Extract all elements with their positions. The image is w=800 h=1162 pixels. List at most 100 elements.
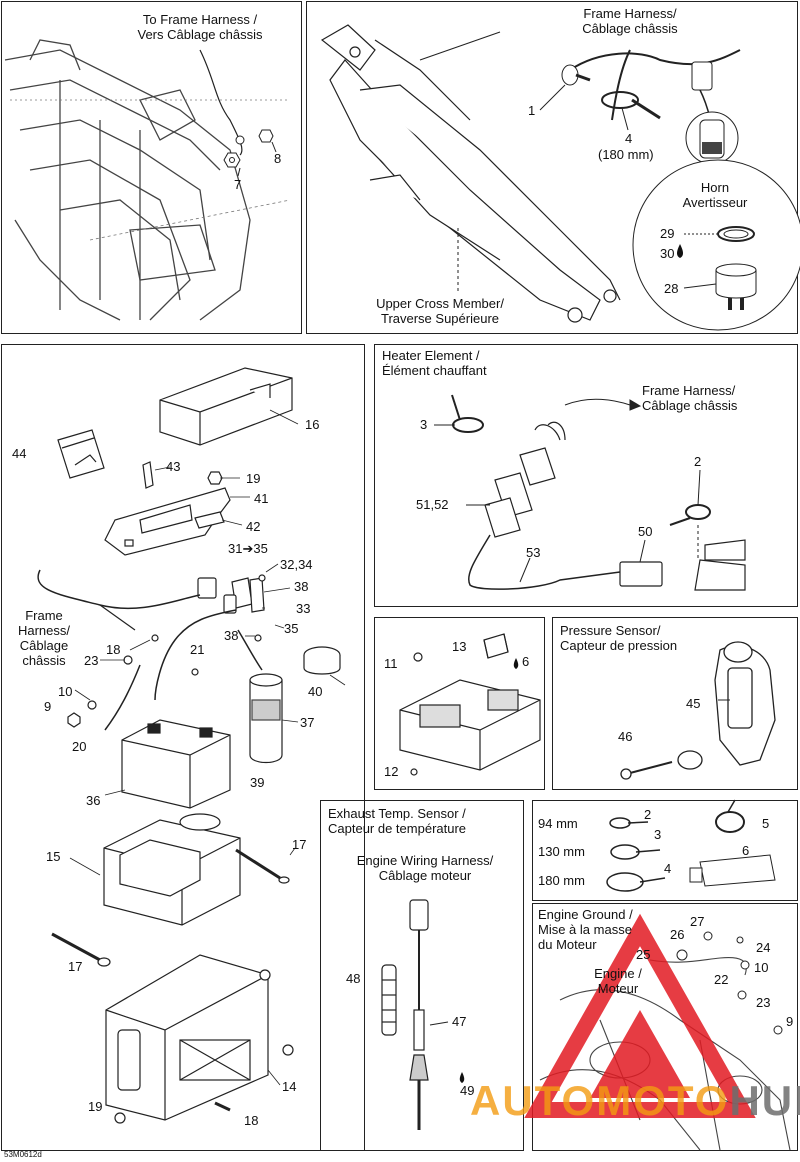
nut-8	[258, 129, 274, 143]
figure-code: 53M0612d	[4, 1150, 42, 1159]
tie-94	[609, 817, 631, 829]
tie-2	[685, 504, 711, 520]
callout-g10: 10	[754, 960, 769, 975]
heater-title-line1: Heater Element /	[382, 348, 480, 363]
part-42	[194, 511, 225, 529]
callout-51-52: 51,52	[416, 497, 449, 512]
callout-t2: 2	[644, 807, 652, 822]
cross-member-label-line2: Traverse Supérieure	[380, 311, 499, 326]
callout-t5: 5	[762, 816, 770, 831]
panel-exhaust-border	[320, 800, 524, 1151]
frame-harness-label-tr: Frame Harness/ Câblage châssis	[560, 6, 700, 36]
frame-harness-label-tr-line2: Câblage châssis	[582, 21, 678, 36]
engine-label-line1: Engine /	[594, 966, 642, 981]
heater-element-50	[619, 561, 663, 587]
screw-1	[561, 64, 591, 86]
frame-harness-label-line1: To Frame Harness /	[142, 12, 258, 27]
callout-7: 7	[234, 177, 242, 192]
callout-g27: 27	[690, 914, 705, 929]
callout-g26: 26	[670, 927, 685, 942]
callout-17a: 17	[292, 837, 307, 852]
callout-42: 42	[246, 519, 261, 534]
callout-37: 37	[300, 715, 315, 730]
panel-frame-harness-border	[1, 1, 302, 334]
exhaust-title-line2: Capteur de température	[328, 821, 467, 836]
drop-icon	[513, 658, 519, 669]
tie-3	[452, 417, 484, 433]
clip-43	[142, 461, 154, 489]
panel-battery-border	[1, 344, 365, 1151]
callout-g23: 23	[756, 995, 771, 1010]
callout-29: 29	[660, 226, 675, 241]
exhaust-title: Exhaust Temp. Sensor / Capteur de tempér…	[328, 806, 466, 836]
drop-icon	[677, 244, 683, 258]
callout-30: 30	[660, 246, 675, 261]
heater-frame-harness-line2: Câblage châssis	[642, 398, 738, 413]
callout-41: 41	[254, 491, 269, 506]
engine-harness-label-line2: Câblage moteur	[378, 868, 472, 883]
callout-49: 49	[460, 1083, 475, 1098]
callout-t4: 4	[664, 861, 672, 876]
horn-label-line2: Avertisseur	[682, 195, 748, 210]
panel-horn-border	[306, 1, 798, 334]
frame-harness-label-battery: Frame Harness/ Câblage châssis	[4, 608, 84, 668]
callout-40: 40	[308, 684, 323, 699]
callout-8: 8	[274, 151, 282, 166]
callout-4: 4	[625, 131, 633, 146]
callout-14: 14	[282, 1079, 297, 1094]
engine-ground-title-line1: Engine Ground /	[538, 907, 633, 922]
callout-10: 10	[58, 684, 73, 699]
callout-44: 44	[12, 446, 27, 461]
callout-19a: 19	[246, 471, 261, 486]
engine-ground-title-line3: du Moteur	[538, 937, 597, 952]
watermark-logo-triangle	[524, 913, 756, 1118]
engine-label: Engine / Moteur	[578, 966, 658, 996]
battery-36	[121, 719, 231, 809]
clamp-5	[715, 811, 745, 833]
panel-ties-border	[532, 800, 798, 901]
pressure-title-line2: Capteur de pression	[560, 638, 678, 653]
tie-180-label: 180 mm	[538, 873, 585, 888]
callout-19b: 19	[88, 1099, 103, 1114]
watermark-text-part1: AUTOMOTO	[470, 1077, 730, 1124]
callout-36: 36	[86, 793, 101, 808]
callout-t6: 6	[742, 843, 750, 858]
heater-frame-harness-line1: Frame Harness/	[642, 383, 736, 398]
manual-44	[57, 429, 105, 479]
engine-harness-label-line1: Engine Wiring Harness/	[356, 853, 494, 868]
callout-43: 43	[166, 459, 181, 474]
callout-20: 20	[72, 739, 87, 754]
frame-harness-label: To Frame Harness / Vers Câblage châssis	[110, 12, 290, 42]
drop-icon	[459, 1072, 465, 1083]
exhaust-title-line1: Exhaust Temp. Sensor /	[328, 806, 466, 821]
connector-upper	[519, 447, 556, 486]
engine-harness-label: Engine Wiring Harness/ Câblage moteur	[330, 853, 520, 883]
callout-1: 1	[528, 103, 536, 118]
callout-38b: 38	[224, 628, 239, 643]
tie-4	[601, 91, 661, 120]
grommet	[677, 750, 703, 770]
callout-9: 9	[44, 699, 52, 714]
cross-member-label: Upper Cross Member/ Traverse Supérieure	[340, 296, 540, 326]
callout-4-length: (180 mm)	[598, 147, 654, 162]
callout-38a: 38	[294, 579, 309, 594]
tube-6	[699, 854, 776, 887]
callout-35: 35	[284, 621, 299, 636]
callout-28: 28	[664, 281, 679, 296]
callout-39: 39	[250, 775, 265, 790]
callout-11: 11	[384, 656, 398, 671]
panel-relay-border	[374, 617, 545, 790]
tie-94-label: 94 mm	[538, 816, 578, 831]
frame-harness-label-line2: Vers Câblage châssis	[137, 27, 263, 42]
callout-17b: 17	[68, 959, 83, 974]
callout-15: 15	[46, 849, 61, 864]
callout-18b: 18	[244, 1113, 259, 1128]
pressure-title-line1: Pressure Sensor/	[560, 623, 661, 638]
callout-g25: 25	[636, 947, 651, 962]
tie-180	[606, 872, 644, 892]
cross-member-label-line1: Upper Cross Member/	[376, 296, 504, 311]
callout-12: 12	[384, 764, 399, 779]
tie-130-label: 130 mm	[538, 844, 585, 859]
heater-title: Heater Element / Élément chauffant	[382, 348, 487, 378]
